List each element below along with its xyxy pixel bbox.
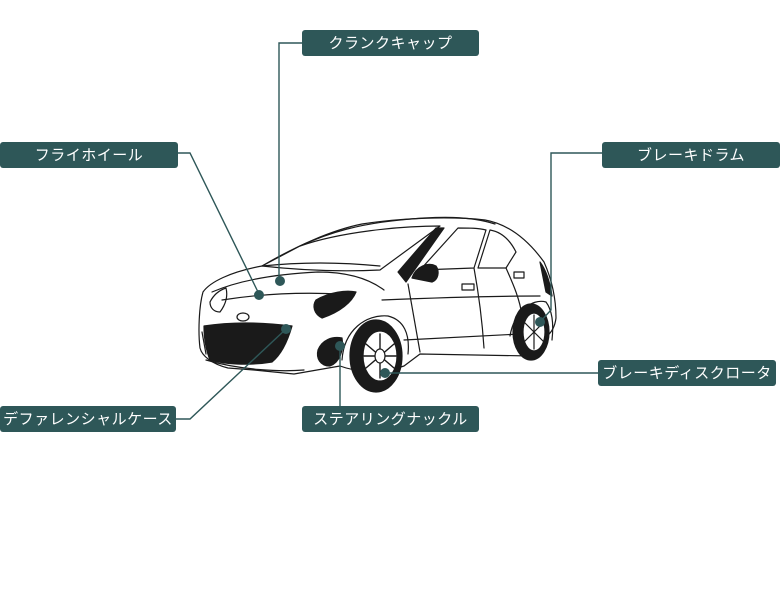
- label-brake-disc-rotor: ブレーキディスクロータ: [598, 360, 776, 386]
- label-differential-case: デファレンシャルケース: [0, 406, 176, 432]
- label-crank-cap: クランクキャップ: [302, 30, 479, 56]
- car-illustration: [198, 216, 557, 393]
- marker-dots: [254, 276, 545, 378]
- leader-lines: [176, 42, 602, 420]
- marker-brake-disc-rotor: [380, 368, 390, 378]
- leader-line-flywheel: [178, 152, 260, 295]
- marker-differential-case: [281, 324, 291, 334]
- marker-flywheel: [254, 290, 264, 300]
- marker-steering-knuckle: [335, 341, 345, 351]
- marker-crank-cap: [275, 276, 285, 286]
- leader-line-brake-drum: [539, 152, 602, 323]
- leader-line-differential-case: [176, 328, 287, 420]
- leader-line-crank-cap: [278, 42, 302, 280]
- marker-brake-drum: [535, 317, 545, 327]
- label-flywheel: フライホイール: [0, 142, 178, 168]
- label-steering-knuckle: ステアリングナックル: [302, 406, 479, 432]
- label-brake-drum: ブレーキドラム: [602, 142, 780, 168]
